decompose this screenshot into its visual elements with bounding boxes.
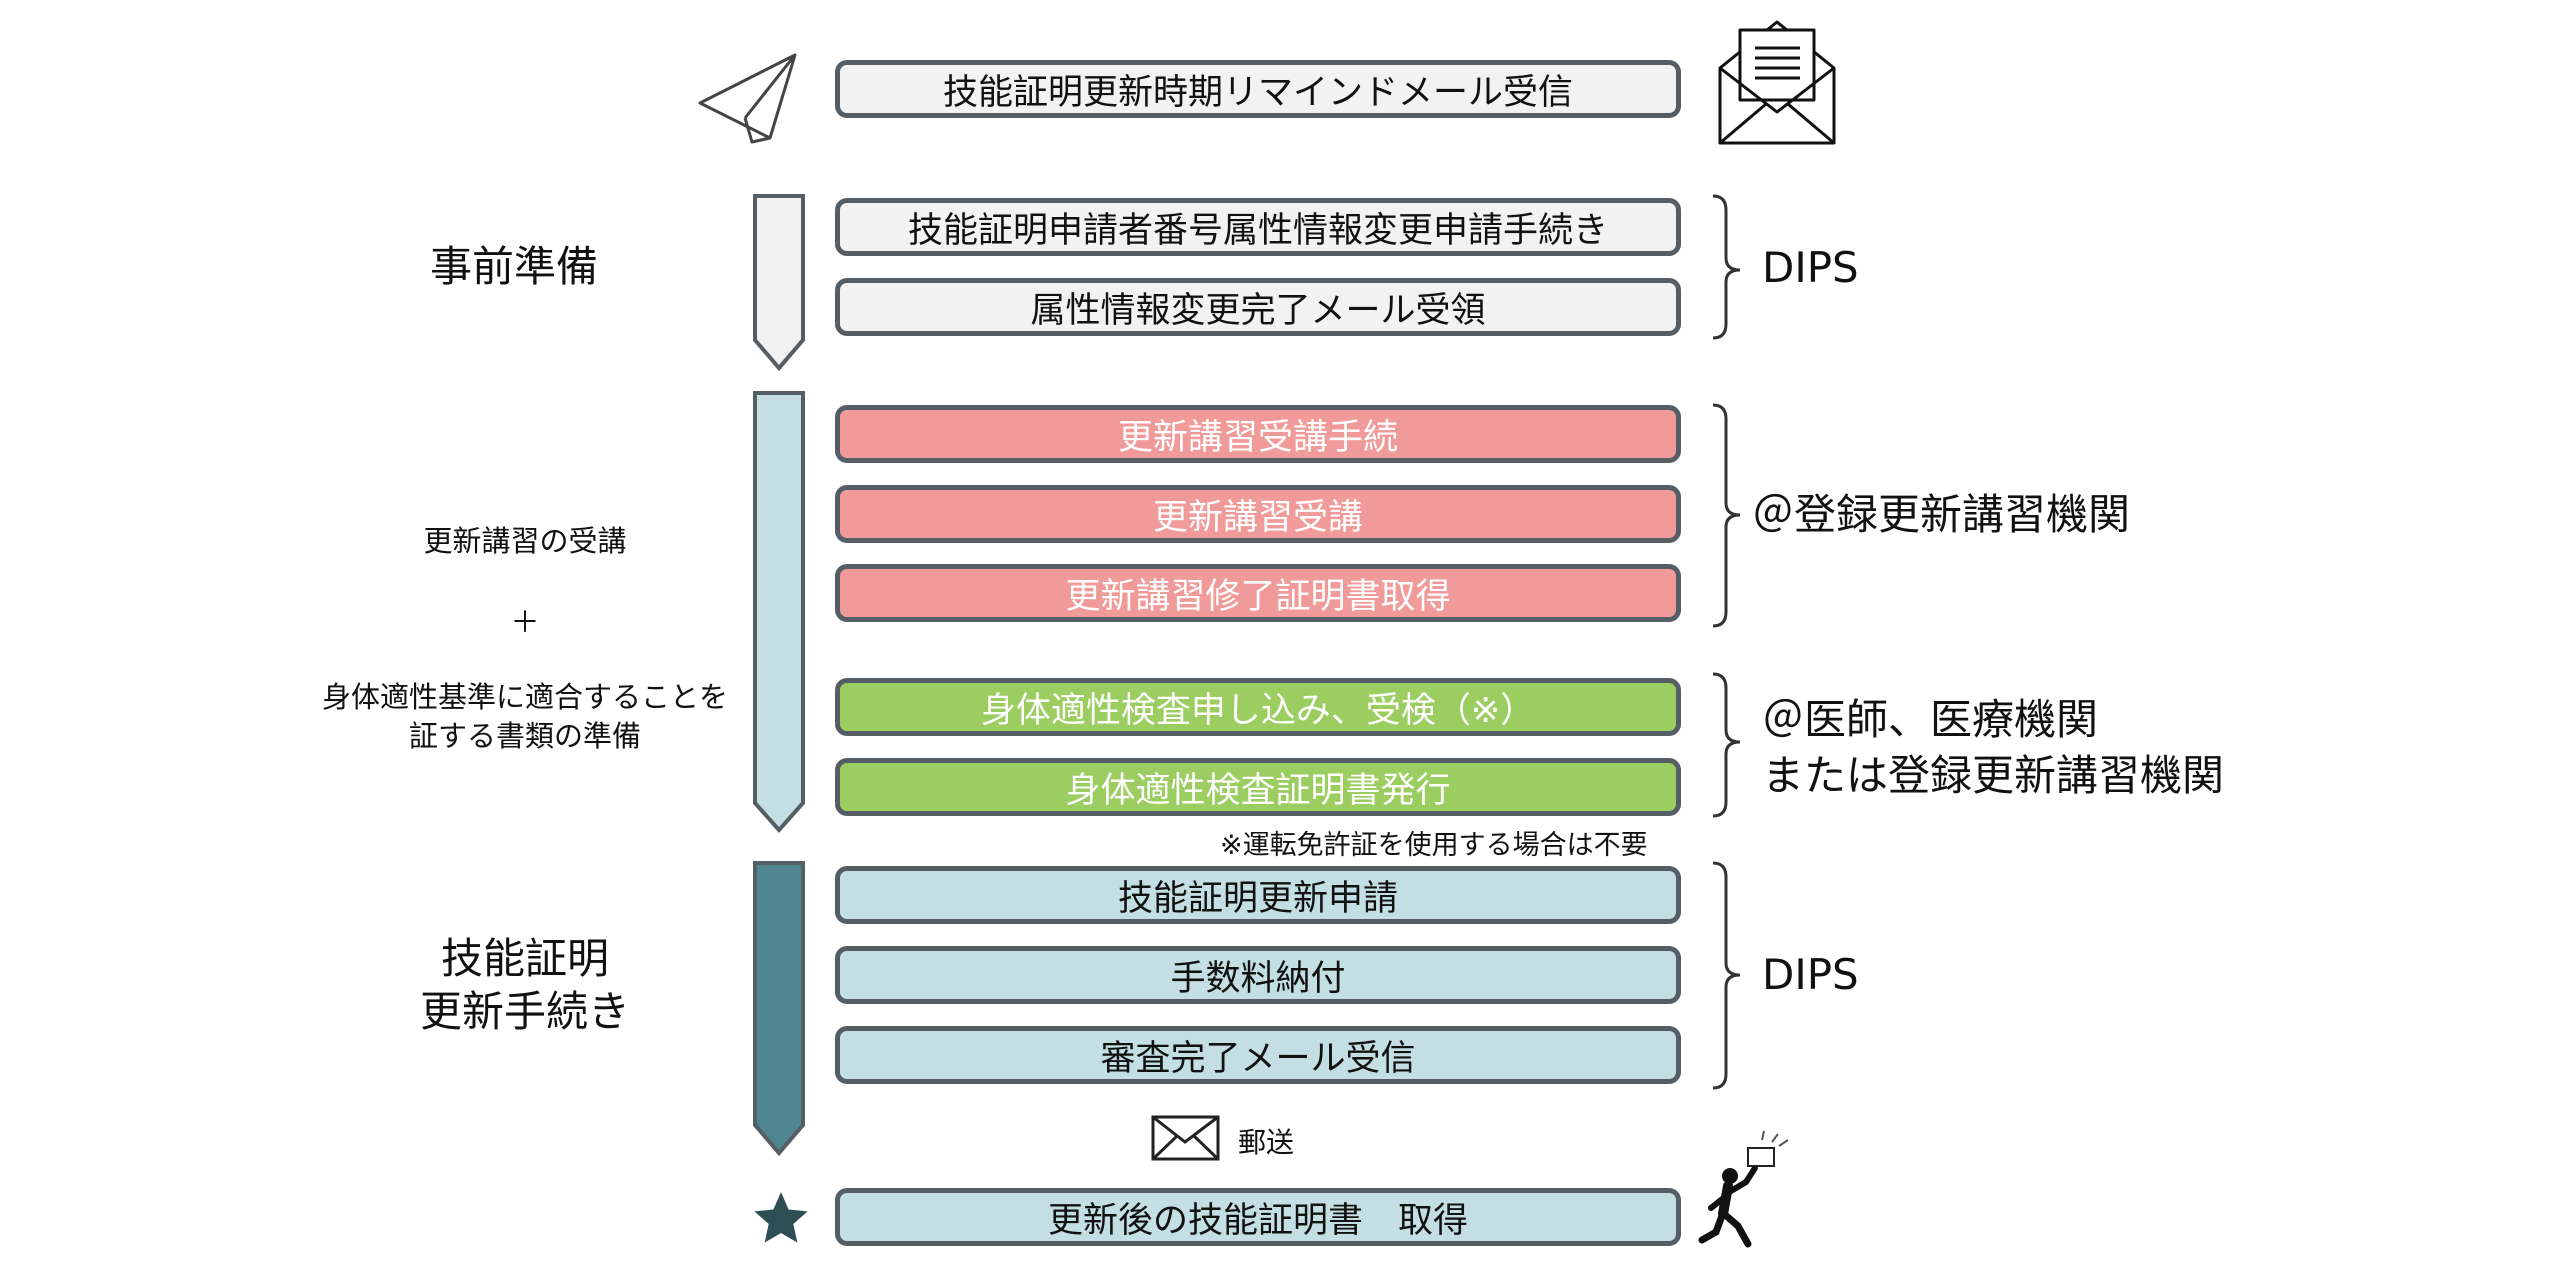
dips-label-1: DIPS: [1762, 243, 1859, 292]
star-icon: [754, 1192, 808, 1243]
reminder-mail-step: 技能証明更新時期リマインドメール受信: [835, 60, 1681, 118]
medical-org-label-line2: または登録更新講習機関: [1762, 751, 2225, 800]
review-complete-mail-step: 審査完了メール受信: [835, 1026, 1681, 1084]
dips-bracket-2: [1712, 861, 1741, 1090]
prep-phase-label: 事前準備: [430, 242, 599, 291]
course-attendance-step: 更新講習受講: [835, 485, 1681, 543]
medical-bracket: [1712, 672, 1741, 818]
paper-plane-icon: [698, 53, 797, 144]
mail-label: 郵送: [1238, 1126, 1295, 1159]
course-certificate-step: 更新講習修了証明書取得: [835, 564, 1681, 622]
attribute-change-step: 技能証明申請者番号属性情報変更申請手続き: [835, 198, 1681, 256]
final-certificate-step: 更新後の技能証明書 取得: [835, 1188, 1681, 1246]
envelope-icon: [1151, 1115, 1220, 1161]
course-org-label: ＠登録更新講習機関: [1752, 490, 2131, 539]
renewal-application-step: 技能証明更新申請: [835, 866, 1681, 924]
attribute-change-done-step: 属性情報変更完了メール受領: [835, 278, 1681, 336]
course-application-step: 更新講習受講手続: [835, 405, 1681, 463]
course-phase-arrow: [753, 391, 805, 834]
open-envelope-icon: [1718, 20, 1836, 145]
course-phase-plus: ＋: [510, 605, 540, 639]
renewal-phase-label-line1: 技能証明: [440, 934, 609, 983]
dips-label-2: DIPS: [1762, 950, 1859, 999]
renewal-phase-arrow: [753, 861, 805, 1157]
course-phase-label-line3: 証する書類の準備: [408, 719, 641, 753]
prep-phase-arrow: [753, 194, 805, 372]
license-note: ※運転免許証を使用する場合は不要: [1220, 830, 1648, 861]
physical-exam-certificate-step: 身体適性検査証明書発行: [835, 758, 1681, 816]
course-org-bracket: [1712, 403, 1741, 628]
running-person-icon: [1698, 1130, 1789, 1248]
course-phase-label-line1: 更新講習の受講: [423, 524, 627, 558]
physical-exam-application-step: 身体適性検査申し込み、受検（※）: [835, 678, 1681, 736]
fee-payment-step: 手数料納付: [835, 946, 1681, 1004]
dips-bracket-1: [1712, 194, 1741, 340]
renewal-phase-label-line2: 更新手続き: [419, 987, 630, 1036]
course-phase-label-line2: 身体適性基準に適合することを: [321, 680, 728, 714]
medical-org-label-line1: ＠医師、医療機関: [1762, 695, 2099, 744]
